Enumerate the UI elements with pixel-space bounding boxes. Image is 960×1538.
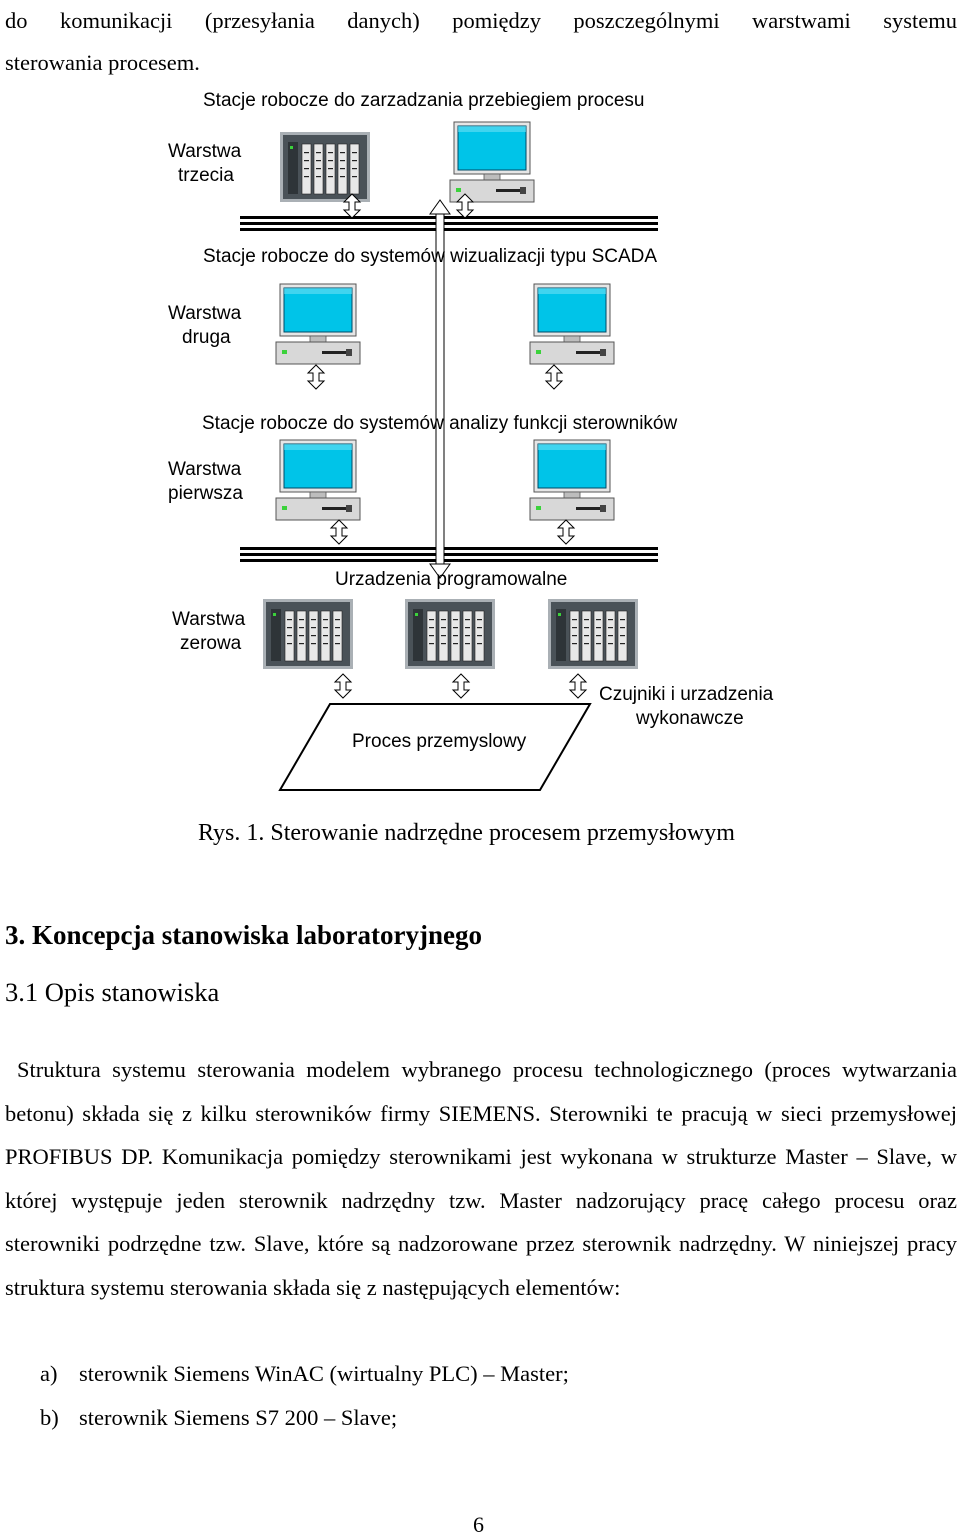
double-arrow-icon: [334, 673, 352, 699]
layer0-label-1: Warstwa: [172, 609, 246, 630]
workstation-icon: [275, 439, 361, 521]
layer3-label-2: trzecia: [178, 165, 234, 186]
double-arrow-icon: [569, 673, 587, 699]
layer2-label-2: druga: [182, 327, 231, 348]
layer3-title: Stacje robocze do zarzadzania przebiegie…: [203, 90, 644, 111]
plc-rack-icon: [404, 598, 496, 670]
process-parallelogram: [278, 703, 592, 791]
body-text: Struktura systemu sterowania modelem wyb…: [5, 1048, 957, 1309]
figure-caption: Rys. 1. Sterowanie nadrzędne procesem pr…: [198, 820, 735, 846]
double-arrow-icon: [452, 673, 470, 699]
long-vertical-connector: [429, 199, 451, 579]
intro-line-1: do komunikacji (przesyłania danych) pomi…: [5, 8, 957, 33]
list-item-text: sterownik Siemens S7 200 – Slave;: [79, 1404, 398, 1430]
intro-text: do komunikacji (przesyłania danych) pomi…: [5, 0, 957, 84]
element-list: a) sterownik Siemens WinAC (wirtualny PL…: [40, 1352, 569, 1439]
process-label: Proces przemyslowy: [352, 731, 527, 752]
control-layers-diagram: Stacje robocze do zarzadzania przebiegie…: [168, 90, 774, 791]
plc-rack-icon: [279, 131, 371, 203]
list-marker: a): [40, 1361, 58, 1386]
list-item: a) sterownik Siemens WinAC (wirtualny PL…: [40, 1352, 569, 1396]
workstation-icon: [529, 439, 615, 521]
sensors-label-1: Czujniki i urzadzenia: [599, 684, 774, 705]
sensors-label-2: wykonawcze: [635, 708, 744, 729]
subsection-title: 3.1 Opis stanowiska: [5, 977, 220, 1007]
plc-rack-icon: [547, 598, 639, 670]
workstation-icon: [449, 121, 535, 203]
layer1-label-2: pierwsza: [168, 483, 243, 504]
double-arrow-icon: [330, 519, 348, 545]
layer2-label-1: Warstwa: [168, 303, 242, 324]
page-number: 6: [473, 1512, 484, 1537]
layer2-title: Stacje robocze do systemów wizualizacji …: [203, 246, 657, 267]
list-item: b) sterownik Siemens S7 200 – Slave;: [40, 1396, 569, 1440]
paragraph: Struktura systemu sterowania modelem wyb…: [5, 1057, 957, 1300]
list-marker: b): [40, 1404, 59, 1430]
field-network-bus: [240, 547, 658, 562]
double-arrow-icon: [557, 519, 575, 545]
layer0-title: Urzadzenia programowalne: [335, 569, 567, 590]
intro-line-2: sterowania procesem.: [5, 50, 200, 75]
double-arrow-icon: [307, 364, 325, 390]
layer1-title: Stacje robocze do systemów analizy funkc…: [202, 413, 677, 434]
list-item-text: sterownik Siemens WinAC (wirtualny PLC) …: [79, 1361, 569, 1386]
layer1-label-1: Warstwa: [168, 459, 242, 480]
double-arrow-icon: [545, 364, 563, 390]
layer3-label-1: Warstwa: [168, 141, 242, 162]
workstation-icon: [275, 283, 361, 365]
top-network-bus: [240, 216, 658, 231]
layer0-label-2: zerowa: [180, 633, 242, 654]
workstation-icon: [529, 283, 615, 365]
section-title: 3. Koncepcja stanowiska laboratoryjnego: [5, 920, 482, 950]
plc-rack-icon: [262, 598, 354, 670]
